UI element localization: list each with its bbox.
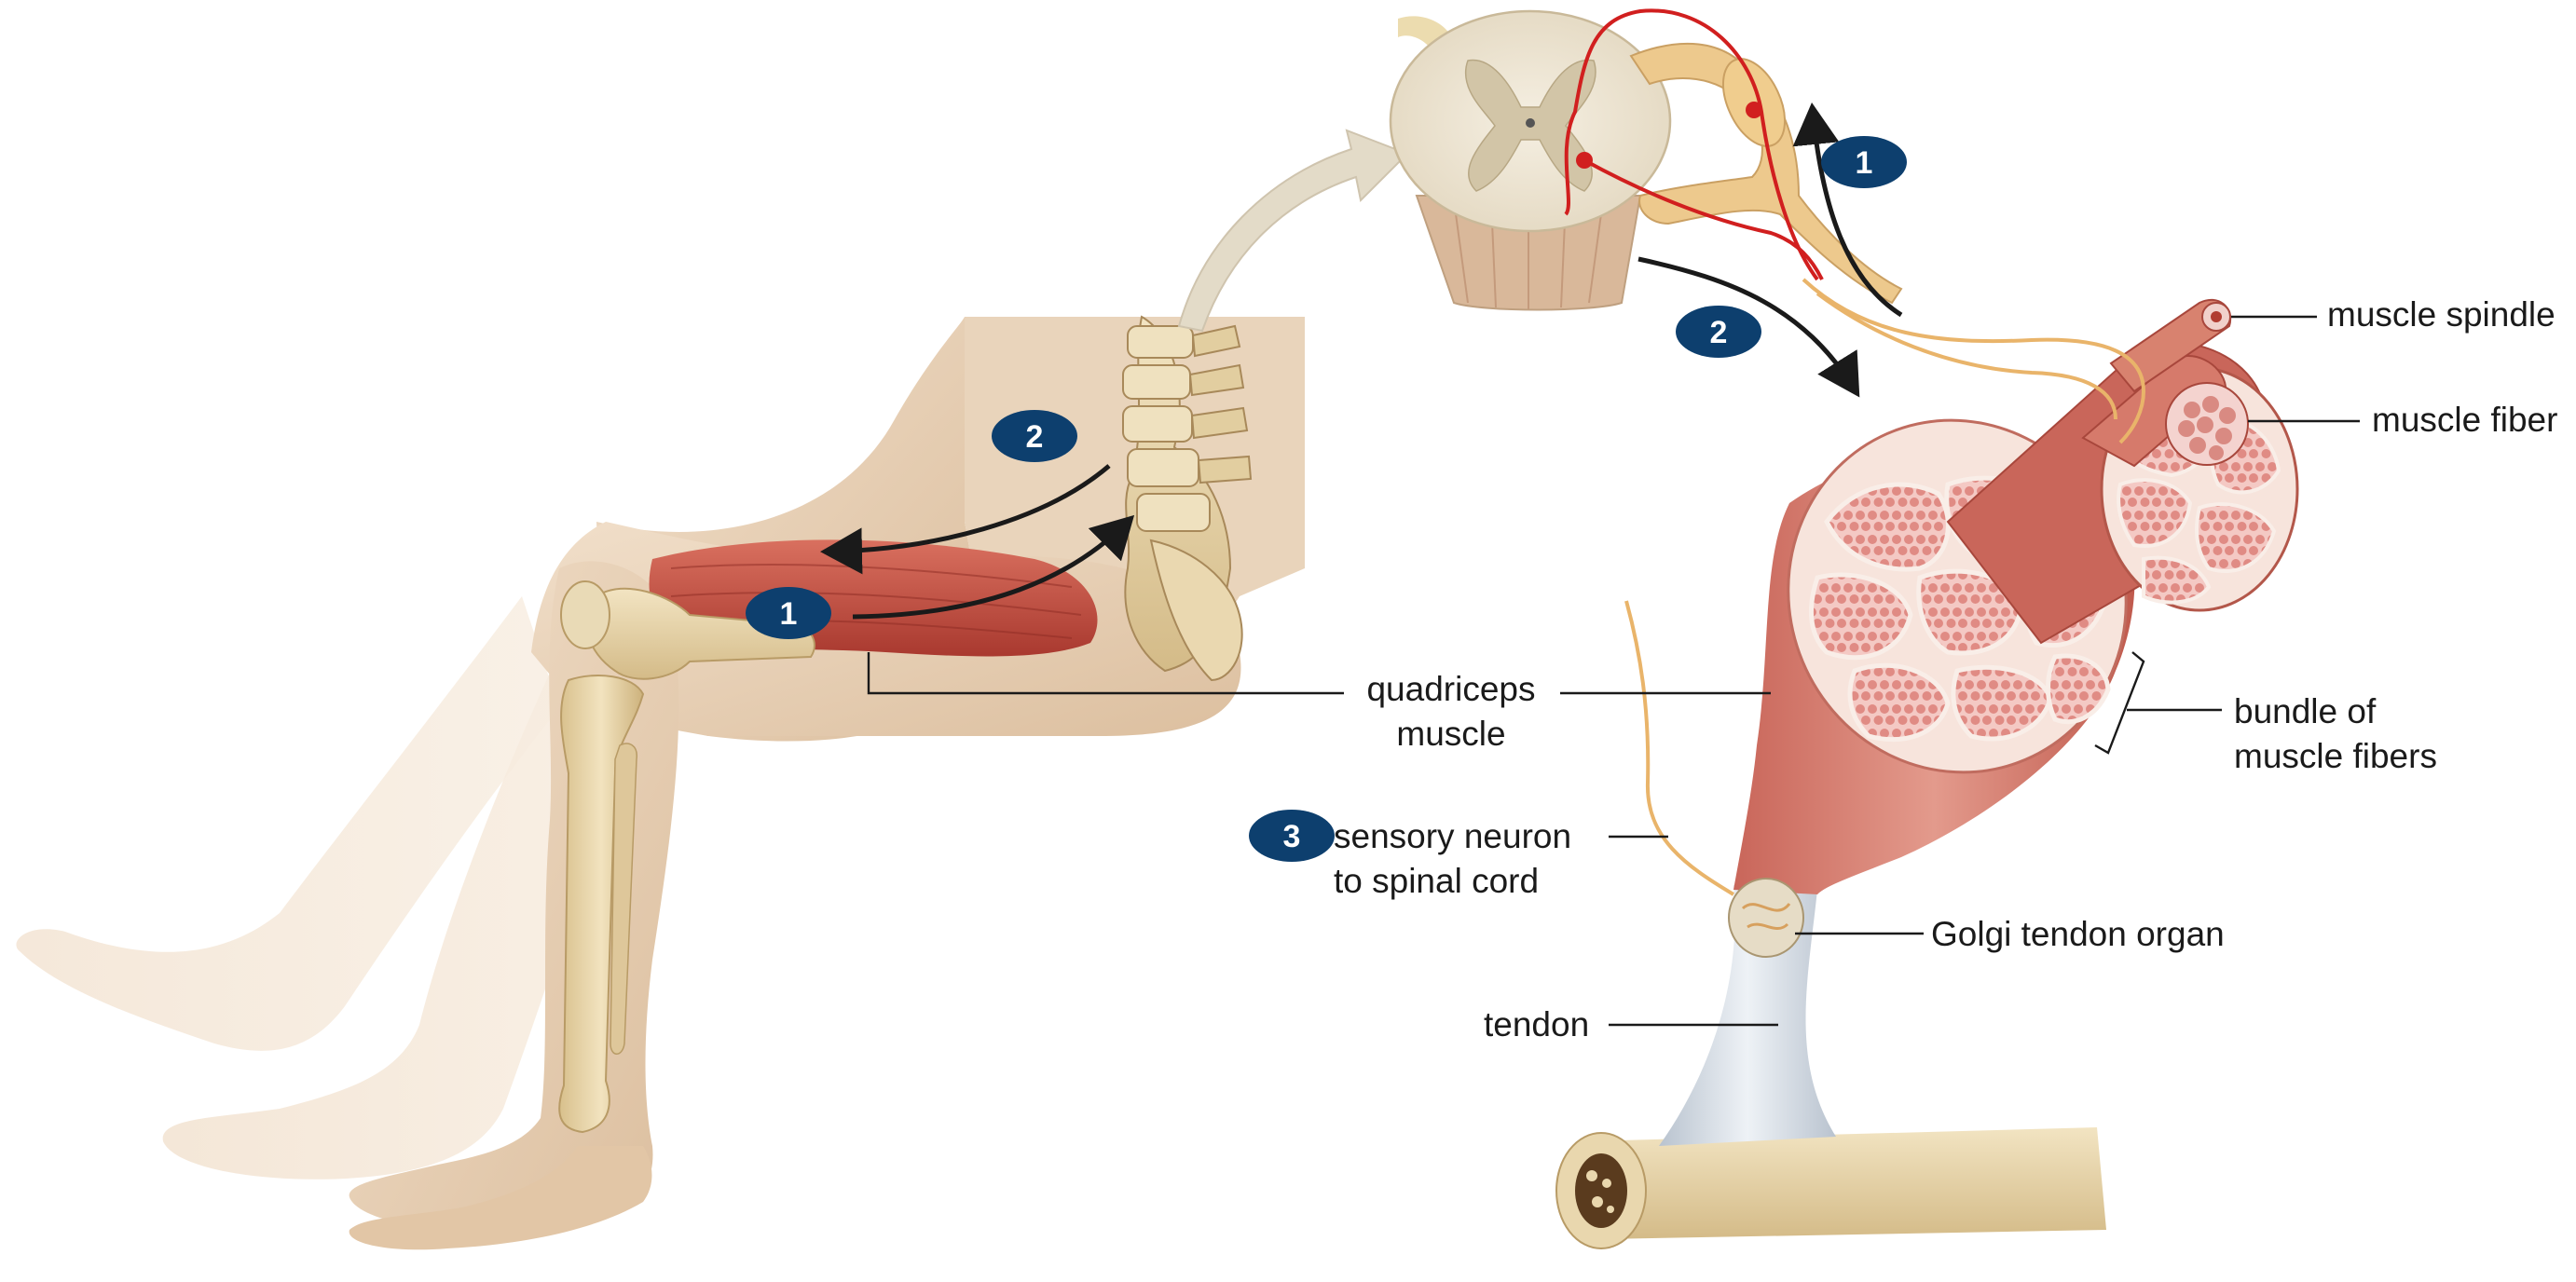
label-golgi-tendon-organ: Golgi tendon organ — [1931, 915, 2225, 953]
nerve-to-spindle — [1802, 278, 2146, 444]
badge-step2-cord-text: 2 — [1710, 315, 1728, 350]
label-bundle-line1: bundle of — [2234, 692, 2377, 730]
label-tendon: tendon — [1484, 1005, 1589, 1043]
sensory-nerve-from-golgi — [1624, 600, 1735, 896]
seated-leg-figure: 1 2 — [16, 129, 1409, 1250]
motor-neuron-path — [1583, 158, 1824, 280]
tibia-bone — [558, 675, 645, 1134]
label-quadriceps-line1: quadriceps — [1366, 670, 1535, 708]
badge-step2-leg: 2 — [992, 410, 1077, 462]
sensory-neuron-cell — [1746, 102, 1762, 118]
ghost-leg-near — [162, 652, 625, 1180]
golgi-tendon-organ-shape — [1728, 878, 1804, 958]
badge-step1-leg-text: 1 — [780, 596, 798, 632]
nerve-branch — [1816, 292, 2117, 420]
muscle-detail — [1555, 278, 2299, 1249]
ghost-leg-far — [16, 596, 559, 1051]
foot — [349, 1146, 652, 1250]
label-bundle-line2: muscle fibers — [2234, 737, 2437, 775]
bone-marrow — [1575, 1153, 1627, 1228]
badge-step2-cord: 2 — [1676, 306, 1761, 358]
label-sensory-line1: sensory neuron — [1334, 817, 1571, 855]
badge-step1-leg: 1 — [746, 587, 831, 639]
label-sensory-line2: to spinal cord — [1334, 862, 1539, 900]
badge-step1-cord: 1 — [1821, 136, 1907, 188]
patella-bone — [560, 580, 610, 649]
bundle-bracket — [2094, 651, 2145, 755]
zoom-arrow — [1177, 129, 1409, 333]
label-quadriceps-line2: muscle — [1396, 715, 1505, 753]
spinal-cord-section: 1 2 — [1389, 8, 1907, 398]
sensory-neuron-path — [1564, 8, 1819, 281]
label-muscle-fiber: muscle fiber — [2372, 401, 2557, 439]
label-muscle-spindle: muscle spindle — [2327, 295, 2555, 334]
motor-neuron-cell — [1576, 152, 1593, 169]
badge-step2-leg-text: 2 — [1026, 419, 1044, 455]
fibula-bone — [610, 743, 637, 1055]
spine-pelvis — [1122, 315, 1253, 682]
arrow-step1-cord — [1792, 102, 1903, 318]
arrow-step2-cord — [1637, 256, 1860, 398]
femur-bone — [585, 587, 815, 680]
leader-lines — [867, 315, 2360, 1027]
badge-step3: 3 — [1249, 810, 1335, 862]
tendon-shape — [1659, 882, 1836, 1146]
leader-quadriceps — [867, 652, 1344, 695]
bone-shaft — [1584, 1127, 2106, 1239]
badge-step1-cord-text: 1 — [1856, 145, 1873, 181]
arrow-step2-left — [820, 464, 1111, 575]
arrow-step1-left — [852, 514, 1135, 620]
badge-step3-text: 3 — [1283, 819, 1301, 854]
